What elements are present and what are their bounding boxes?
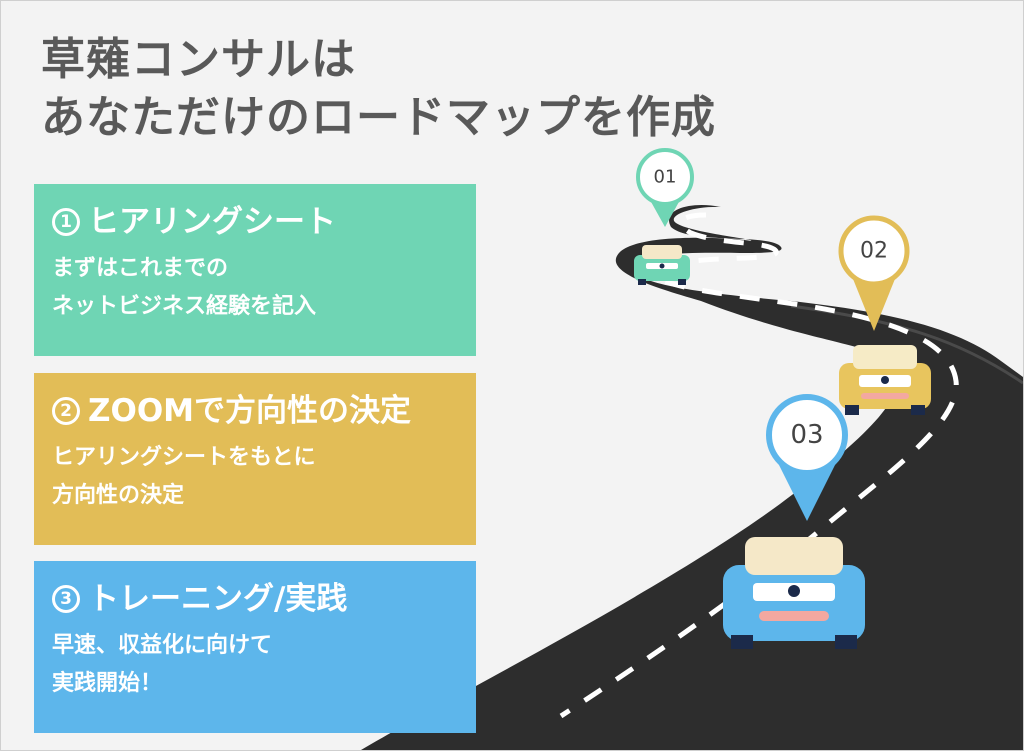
step-number-badge: 2	[52, 397, 80, 425]
title-line-2: あなただけのロードマップを作成	[41, 92, 716, 143]
step-heading: 3 トレーニング/実践	[52, 577, 476, 621]
title-line-1: 草薙コンサルは	[41, 34, 356, 85]
pin-label-2: 02	[860, 239, 888, 264]
car-icon	[634, 245, 690, 285]
map-pin-icon: 02	[838, 215, 910, 331]
step-number-badge: 3	[52, 585, 80, 613]
map-pin-icon: 03	[766, 394, 848, 521]
step-card-zoom: 2 ZOOMで方向性の決定 ヒアリングシートをもとに 方向性の決定	[34, 373, 476, 545]
page-title: 草薙コンサルは あなただけのロードマップを作成	[41, 31, 716, 147]
step-title: トレーニング/実践	[88, 581, 348, 617]
pin-label-1: 01	[654, 167, 677, 188]
car-icon	[723, 537, 865, 649]
step-desc-line: まずはこれまでの	[52, 256, 229, 281]
step-number-badge: 1	[52, 208, 80, 236]
step-desc-line: ネットビジネス経験を記入	[52, 294, 317, 319]
step-title: ZOOMで方向性の決定	[88, 393, 412, 429]
step-description: まずはこれまでの ネットビジネス経験を記入	[52, 250, 476, 326]
step-desc-line: ヒアリングシートをもとに	[52, 445, 316, 470]
car-icon	[839, 345, 931, 415]
map-pin-icon: 01	[636, 148, 694, 227]
pin-label-3: 03	[790, 420, 823, 450]
step-heading: 1 ヒアリングシート	[52, 200, 476, 244]
step-title: ヒアリングシート	[88, 204, 336, 240]
step-heading: 2 ZOOMで方向性の決定	[52, 389, 476, 433]
step-description: ヒアリングシートをもとに 方向性の決定	[52, 439, 476, 515]
step-desc-line: 方向性の決定	[52, 483, 185, 508]
step-desc-line: 早速、収益化に向けて	[52, 633, 273, 658]
step-card-hearing: 1 ヒアリングシート まずはこれまでの ネットビジネス経験を記入	[34, 184, 476, 356]
step-card-training: 3 トレーニング/実践 早速、収益化に向けて 実践開始！	[34, 561, 476, 733]
step-desc-line: 実践開始！	[52, 671, 163, 696]
step-description: 早速、収益化に向けて 実践開始！	[52, 627, 476, 703]
